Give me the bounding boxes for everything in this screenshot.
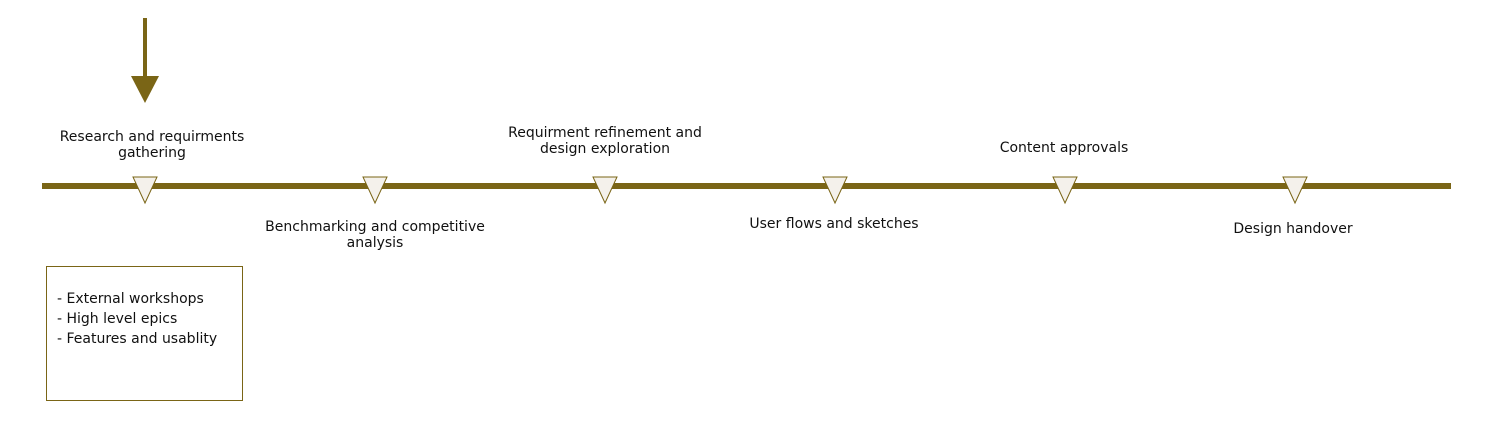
stage-label-refinement: Requirment refinement and design explora…: [508, 125, 702, 157]
down-arrow-icon: [131, 18, 159, 103]
stage-marker-icon: [1282, 176, 1308, 205]
note-item: - External workshops: [57, 291, 204, 307]
stage-label-user-flows: User flows and sketches: [749, 216, 919, 232]
stage-marker-icon: [592, 176, 618, 205]
stage-marker-icon: [362, 176, 388, 205]
stage-marker-icon: [132, 176, 158, 205]
stage-label-content-approvals: Content approvals: [999, 140, 1129, 156]
stage-label-design-handover: Design handover: [1233, 221, 1353, 237]
note-item: - High level epics: [57, 311, 178, 327]
stage-marker-icon: [1052, 176, 1078, 205]
stage-label-benchmarking: Benchmarking and competitive analysis: [265, 219, 485, 251]
stage-notes-box: - External workshops - High level epics …: [46, 266, 243, 401]
note-item: - Features and usablity: [57, 331, 218, 347]
stage-label-research: Research and requirments gathering: [59, 129, 245, 161]
stage-marker-icon: [822, 176, 848, 205]
